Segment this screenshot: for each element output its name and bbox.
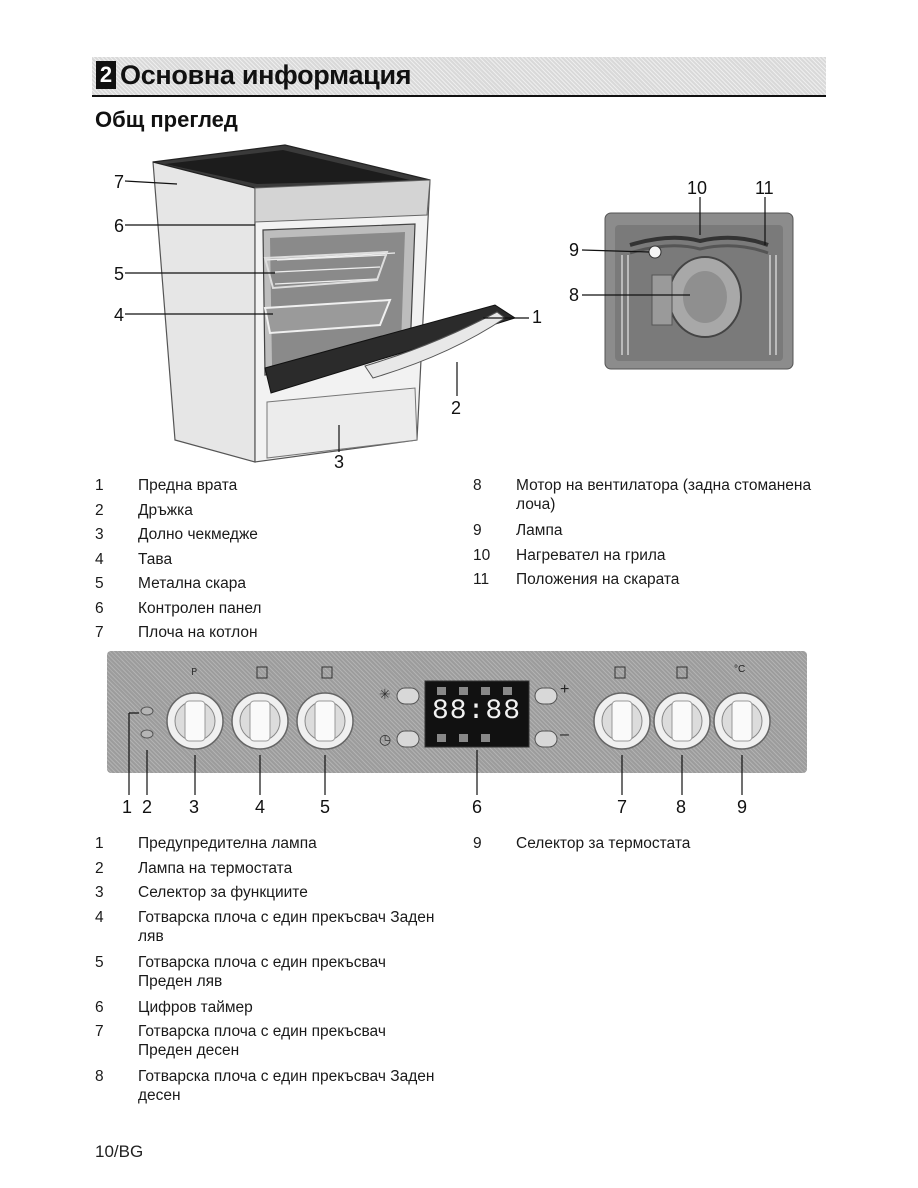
- control-panel-graphics: P ✳ ◷: [140, 666, 771, 750]
- page-number: 10/BG: [95, 1142, 144, 1161]
- page-subtitle: Общ преглед: [95, 107, 238, 132]
- svg-text:P: P: [191, 667, 197, 678]
- minus-label: –: [560, 726, 569, 743]
- thermostat-unit-label: °C: [734, 664, 746, 675]
- oven-callout-4: 4: [114, 305, 125, 325]
- plus-label: +: [560, 681, 570, 698]
- knob-front-left-hotplate[interactable]: [296, 692, 354, 750]
- knob-rear-right-hotplate[interactable]: [653, 692, 711, 750]
- knob-thermostat[interactable]: [713, 692, 771, 750]
- section-title: Основна информация: [120, 60, 412, 90]
- oven-callout-3: 3: [334, 452, 345, 472]
- oven-interior-illustration: [581, 197, 794, 370]
- knob-rear-left-hotplate[interactable]: [231, 692, 289, 750]
- knob-function-selector[interactable]: [166, 692, 224, 750]
- section-number-badge: 2: [96, 61, 116, 89]
- oven-callout-6: 6: [114, 216, 125, 236]
- interior-callout-11: 11: [755, 178, 774, 198]
- svg-text:✳: ✳: [379, 687, 391, 703]
- panel-callout-9: 9: [737, 797, 748, 817]
- interior-callout-10: 10: [687, 178, 708, 198]
- svg-text:◷: ◷: [379, 732, 391, 748]
- oven-callout-7: 7: [114, 172, 125, 192]
- interior-callout-8: 8: [569, 285, 580, 305]
- oven-callout-1: 1: [532, 307, 543, 327]
- oven-callout-2: 2: [451, 398, 462, 418]
- timer-display: 88:88: [432, 696, 522, 727]
- panel-callout-6: 6: [472, 797, 483, 817]
- oven-callout-5: 5: [114, 264, 125, 284]
- oven-illustration: [124, 144, 529, 463]
- section-header-bar: [92, 57, 826, 97]
- panel-callout-3: 3: [189, 797, 200, 817]
- knob-front-right-hotplate[interactable]: [593, 692, 651, 750]
- panel-callout-4: 4: [255, 797, 266, 817]
- panel-callout-7: 7: [617, 797, 628, 817]
- panel-leaders: [128, 712, 743, 795]
- panel-callout-5: 5: [320, 797, 331, 817]
- panel-callout-2: 2: [142, 797, 153, 817]
- panel-callout-1: 1: [122, 797, 133, 817]
- interior-callout-9: 9: [569, 240, 580, 260]
- panel-callout-8: 8: [676, 797, 687, 817]
